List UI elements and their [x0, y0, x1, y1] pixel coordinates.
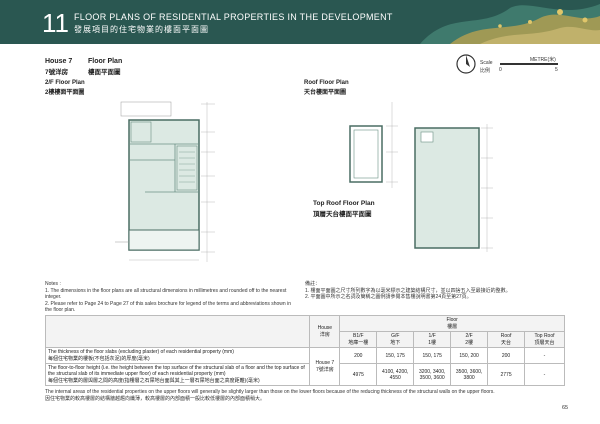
table-cell: 2775: [487, 363, 526, 386]
table-cell: 150, 175: [376, 347, 415, 364]
house-header-en: House: [317, 325, 333, 331]
house-cell: House 7 7號洋房: [309, 347, 341, 386]
table-cell: -: [524, 347, 565, 364]
table-row: The floor-to-floor height (i.e. the heig…: [44, 363, 565, 386]
footnote-zh: 因住宅物業的較高樓層的結構牆越趨向纖薄，較高樓層的內部面積一般比較低樓層的內部面…: [45, 396, 266, 402]
scale-label: Scale: [480, 60, 493, 66]
floor-plan-label-zh: 樓面平面圖: [88, 69, 121, 76]
floor-plan-label: Floor Plan: [88, 58, 123, 65]
floor-plan-roof-drawing: [349, 102, 398, 188]
section-title-zh: 發展項目的住宅物業的樓面平面圖: [74, 25, 209, 34]
footnote: The internal areas of the residential pr…: [45, 389, 565, 403]
floor-header-en: Floor: [446, 317, 458, 323]
house-header: House 洋房: [309, 315, 341, 348]
note-item: 2. Please refer to Page 24 to Page 27 of…: [45, 300, 291, 314]
table-row: The thickness of the floor slabs (exclud…: [44, 347, 565, 386]
table-cell: 200: [487, 347, 526, 364]
section-title: FLOOR PLANS OF RESIDENTIAL PROPERTIES IN…: [74, 12, 393, 22]
table-cell: 150, 175: [413, 347, 452, 364]
plan-title-roof-zh: 天台樓面平面圖: [304, 90, 347, 96]
scale-start: 0: [499, 67, 502, 73]
house-label: House 7: [45, 58, 73, 65]
note-item: 1. The dimensions in the floor plans are…: [45, 287, 287, 301]
house-label-zh: 7號洋房: [45, 69, 69, 76]
table-cell: 150, 200: [450, 347, 489, 364]
row-label: The floor-to-floor height (i.e. the heig…: [44, 363, 311, 386]
page-number: 65: [562, 405, 569, 411]
notes-en: Notes : 1. The dimensions in the floor p…: [45, 281, 295, 314]
table-cell: 3200, 3400, 3500, 3600: [413, 363, 452, 386]
north-arrow-icon: [456, 54, 476, 74]
floor-header-zh: 樓層: [447, 324, 458, 330]
notes-zh: 備註： 1. 樓面平面圖之尺寸所列數字為以毫米標示之建築結構尺寸，並以四捨五入至…: [305, 281, 565, 301]
plan-title-top-roof-zh: 頂層天台樓面平面圖: [313, 211, 372, 218]
notes-heading-zh: 備註：: [305, 281, 321, 287]
note-item-zh: 1. 樓面平面圖之尺寸所列數字為以毫米標示之建築結構尺寸，並以四捨五入至最接近的…: [305, 287, 511, 294]
page-header: 11 FLOOR PLANS OF RESIDENTIAL PROPERTIES…: [0, 0, 600, 44]
section-number: 11: [42, 8, 69, 38]
table-cell: 200: [339, 347, 378, 364]
notes-heading: Notes :: [45, 281, 61, 287]
table-cell: -: [524, 363, 565, 386]
scale-unit: METRE(米): [530, 57, 556, 63]
note-item-zh: 2. 平面圖中所示之名詞及簡稱之圖例請參閱本售樓說明書第24頁至第27頁。: [305, 294, 472, 300]
footnote-en: The internal areas of the residential pr…: [45, 389, 495, 395]
plan-title-2f-zh: 2樓樓面平面圖: [45, 90, 85, 96]
row-label: The thickness of the floor slabs (exclud…: [44, 347, 311, 364]
scale-bar: [500, 63, 558, 65]
plan-title-roof: Roof Floor Plan: [304, 80, 349, 86]
floor-header: Floor 樓層: [339, 315, 565, 332]
house-header-zh: 洋房: [319, 332, 330, 338]
decorative-landscape-art: [360, 0, 600, 44]
plan-title-top-roof: Top Roof Floor Plan: [313, 200, 375, 207]
table-cell: 3500, 3600, 3800: [450, 363, 489, 386]
plan-title-2f: 2/F Floor Plan: [45, 80, 85, 86]
floor-plan-top-roof-drawing: [414, 124, 493, 252]
floor-plan-2f-drawing: [115, 101, 215, 262]
table-cell: 4975: [339, 363, 378, 386]
table-cell: 4100, 4200, 4550: [376, 363, 415, 386]
table-corner: [44, 315, 311, 348]
scale-label-zh: 比例: [480, 68, 491, 74]
scale-end: 5: [555, 67, 558, 73]
